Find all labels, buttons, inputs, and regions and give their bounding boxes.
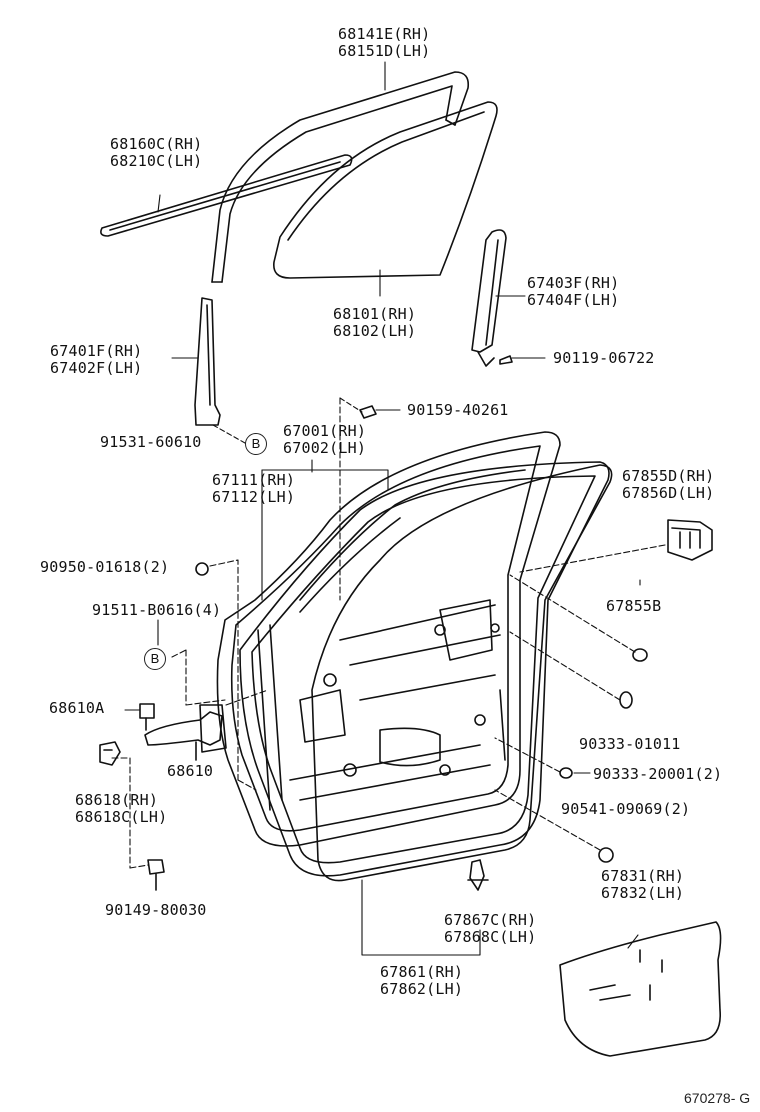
label-rear-channel-bolt: 90119-06722	[553, 350, 655, 367]
label-line: 67001(RH)	[283, 422, 367, 440]
label-check: 68610	[167, 763, 213, 780]
hinge-drawing	[99, 741, 165, 891]
label-line: 67404F(LH)	[527, 291, 620, 309]
label-line: 68210C(LH)	[110, 152, 203, 170]
label-plug-mid: 90333-01011	[579, 736, 681, 753]
label-plug-bottom: 90541-09069(2)	[561, 801, 690, 818]
label-glass: 68101(RH) 68102(LH)	[333, 306, 416, 340]
label-line: 67862(LH)	[380, 980, 464, 998]
label-line: 68141E(RH)	[338, 25, 431, 43]
label-line: 90541-09069(2)	[561, 800, 691, 818]
label-line: 67002(LH)	[283, 439, 367, 457]
label-line: 68618(RH)	[75, 791, 159, 809]
trim-clip-drawing	[467, 859, 489, 891]
label-line: 67832(LH)	[601, 884, 685, 902]
label-line: 90149-80030	[105, 901, 207, 919]
label-hinge-bolt: 90149-80030	[105, 902, 207, 919]
label-belt-molding: 68160C(RH) 68210C(LH)	[110, 136, 202, 170]
label-line: 68101(RH)	[333, 305, 417, 323]
label-inner-weatherstrip: 67861(RH) 67862(LH)	[380, 964, 463, 998]
label-front-channel: 67401F(RH) 67402F(LH)	[50, 343, 142, 377]
label-line: 68610A	[49, 699, 105, 717]
label-line: 68160C(RH)	[110, 135, 203, 153]
label-line: 67856D(LH)	[622, 484, 715, 502]
inner-weatherstrip-drawing	[311, 464, 613, 882]
label-line: 67831(RH)	[601, 867, 685, 885]
belt-molding-drawing	[100, 154, 353, 237]
label-check-bolt: 68610A	[49, 700, 104, 717]
label-rear-channel: 67403F(RH) 67404F(LH)	[527, 275, 619, 309]
label-hole-plug: 67855B	[606, 598, 661, 615]
rear-channel-drawing	[471, 229, 546, 367]
label-outer-weatherstrip: 67111(RH) 67112(LH)	[212, 472, 295, 506]
label-line: 68102(LH)	[333, 322, 417, 340]
label-line: 67868C(LH)	[444, 928, 537, 946]
label-line: 90119-06722	[553, 349, 655, 367]
label-pad-bracket: 67855D(RH) 67856D(LH)	[622, 468, 714, 502]
label-line: 67855D(RH)	[622, 467, 715, 485]
label-line: 90159-40261	[407, 401, 509, 419]
label-trim-clip: 67867C(RH) 67868C(LH)	[444, 912, 536, 946]
label-service-cover: 67831(RH) 67832(LH)	[601, 868, 684, 902]
label-line: 67861(RH)	[380, 963, 464, 981]
check-assembly-drawing	[124, 649, 269, 761]
label-screw-top: 90159-40261	[407, 402, 509, 419]
label-bolt-b: 91511-B0616(4)	[92, 602, 221, 619]
label-line: 90950-01618(2)	[40, 558, 170, 576]
label-line: 67855B	[606, 597, 662, 615]
label-top-frame-run: 68141E(RH) 68151D(LH)	[338, 26, 430, 60]
label-line: 68151D(LH)	[338, 42, 431, 60]
label-line: 67403F(RH)	[527, 274, 620, 292]
label-line: 68610	[167, 762, 214, 780]
top-frame-run-drawing	[211, 71, 470, 283]
label-line: 90333-01011	[579, 735, 681, 753]
label-line: 67402F(LH)	[50, 359, 143, 377]
figure-number: 670278- G	[684, 1090, 751, 1106]
outer-weatherstrip-drawing	[239, 461, 610, 877]
label-plug-left: 90950-01618(2)	[40, 559, 169, 576]
pad-bracket-drawing	[519, 519, 713, 573]
label-line: 67111(RH)	[212, 471, 296, 489]
label-line: 91531-60610	[100, 433, 202, 451]
label-line: 67867C(RH)	[444, 911, 537, 929]
label-line: 68618C(LH)	[75, 808, 168, 826]
door-panel-drawing	[216, 431, 561, 847]
front-channel-drawing	[194, 297, 246, 444]
marker-b-top: B	[245, 433, 267, 455]
label-line: 67401F(RH)	[50, 342, 143, 360]
label-hinge: 68618(RH) 68618C(LH)	[75, 792, 167, 826]
service-cover-drawing	[559, 921, 722, 1057]
marker-b-left: B	[144, 648, 166, 670]
label-line: 91511-B0616(4)	[92, 601, 222, 619]
label-front-clip: 91531-60610	[100, 434, 202, 451]
label-plug-low: 90333-20001(2)	[593, 766, 722, 783]
label-line: 67112(LH)	[212, 488, 296, 506]
glass-drawing	[273, 101, 498, 279]
label-door-panel: 67001(RH) 67002(LH)	[283, 423, 366, 457]
label-line: 90333-20001(2)	[593, 765, 723, 783]
